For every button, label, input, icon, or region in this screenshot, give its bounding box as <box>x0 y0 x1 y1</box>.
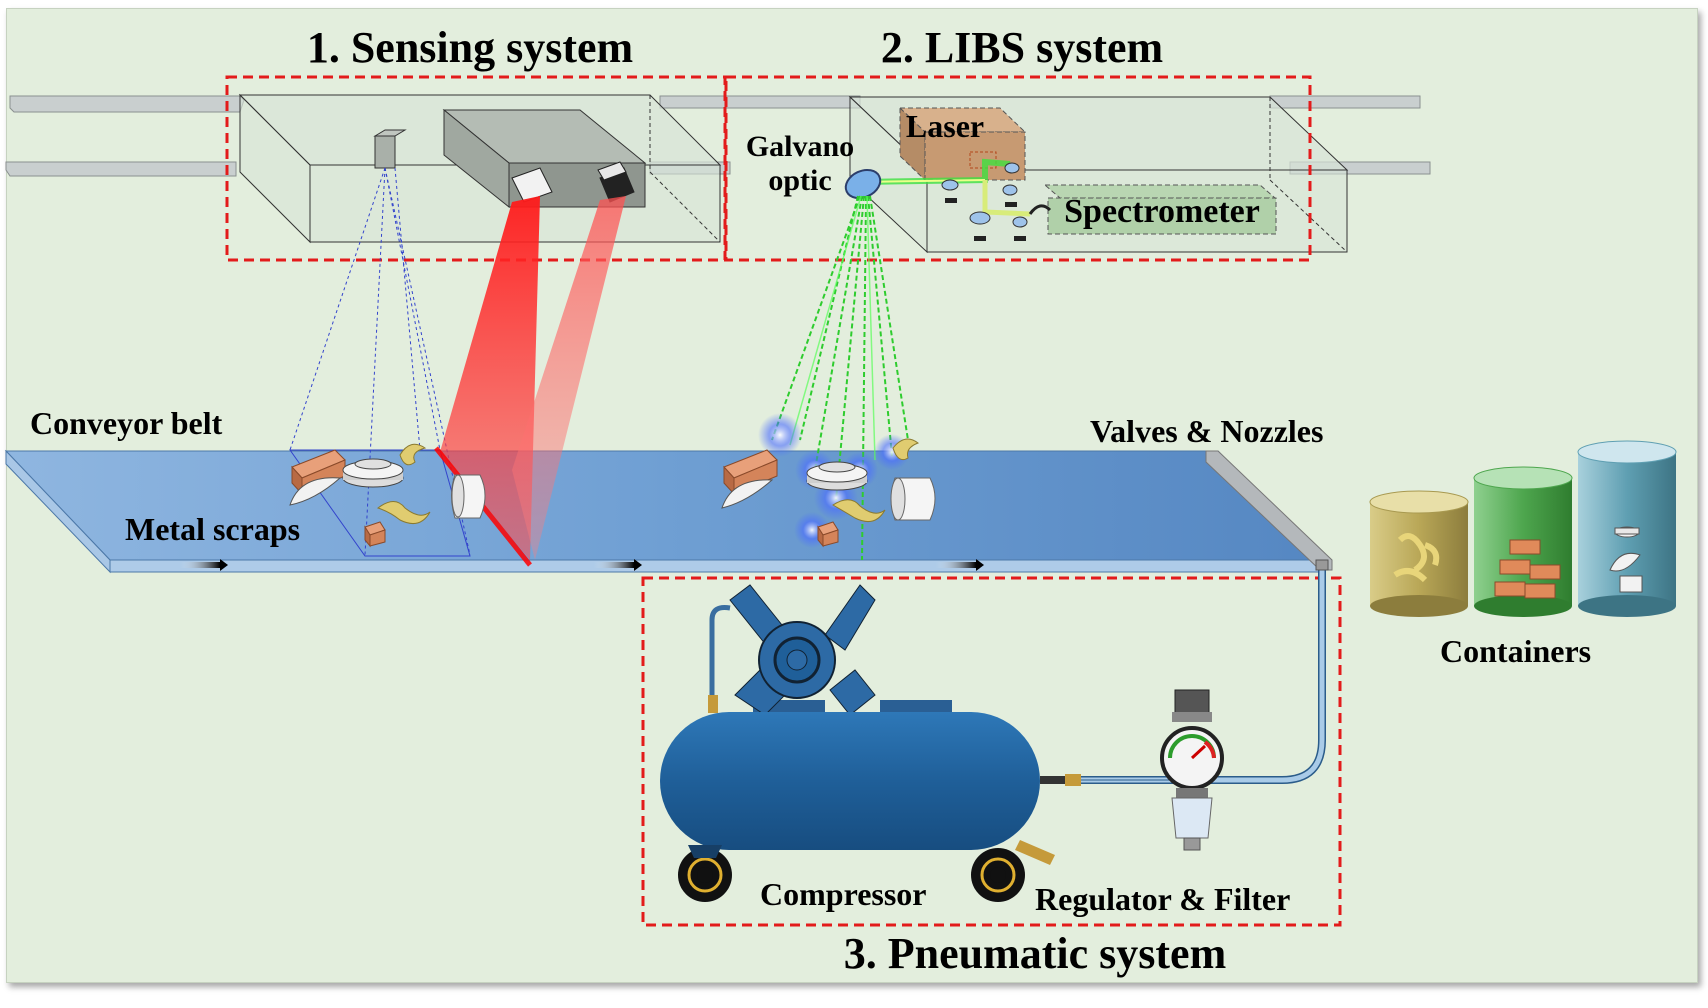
laser-label: Laser <box>906 108 984 144</box>
ceiling-rails <box>5 95 1431 177</box>
sensing-enclosure <box>238 93 722 244</box>
libs-enclosure <box>844 95 1349 254</box>
pneumatic-system-box <box>641 576 1342 927</box>
air-hose <box>1075 559 1329 784</box>
galvano-optic-label: optic <box>768 164 831 197</box>
spectrometer-label: Spectrometer <box>1064 193 1260 230</box>
line-laser-beam-2 <box>512 196 626 560</box>
libs-system-title: 2. LIBS system <box>881 23 1163 72</box>
galvano-label: Galvano <box>746 130 854 163</box>
libs-laser-beams <box>771 195 909 561</box>
pneumatic-system-title: 3. Pneumatic system <box>844 929 1227 978</box>
metal-scraps-group-1 <box>289 443 486 548</box>
regulator-filter-label: Regulator & Filter <box>1035 881 1290 917</box>
metal-scraps-group-2 <box>721 438 936 548</box>
container-green <box>1473 466 1573 617</box>
sensing-system-title: 1. Sensing system <box>307 23 633 72</box>
metal-scraps-label: Metal scraps <box>125 511 300 547</box>
container-teal <box>1577 440 1677 617</box>
conveyor-belt-label: Conveyor belt <box>30 405 223 441</box>
libs-system-box <box>724 75 1312 262</box>
valve-rail <box>1205 450 1333 571</box>
camera-fov-area <box>289 449 471 557</box>
containers-label: Containers <box>1440 633 1591 669</box>
valves-nozzles-label: Valves & Nozzles <box>1090 413 1323 449</box>
compressor <box>660 584 1081 902</box>
compressor-label: Compressor <box>760 876 927 912</box>
container-gold <box>1369 490 1469 617</box>
regulator-filter <box>1160 689 1224 851</box>
sensing-system-box <box>225 75 727 262</box>
